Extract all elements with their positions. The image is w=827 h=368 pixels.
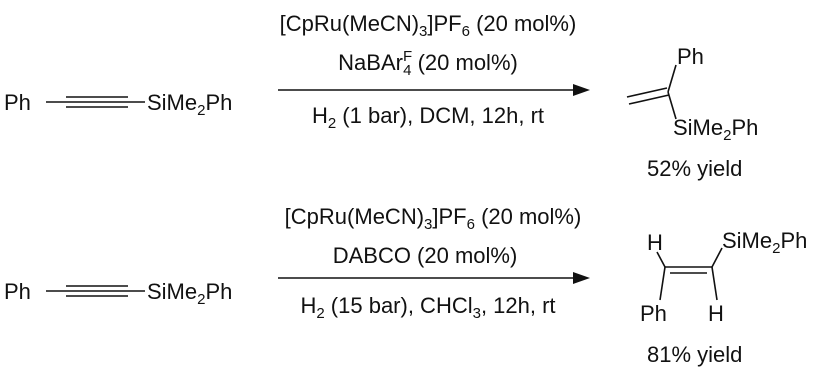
conditions-1-hydrogen: H2 (1 bar), DCM, 12h, rt <box>311 103 545 132</box>
alkyne-2 <box>46 285 145 297</box>
substrate-1-phenyl: Ph <box>4 90 31 115</box>
product-2-hydrogen-top: H <box>647 230 663 255</box>
conditions-2-additive: DABCO (20 mol%) <box>332 243 518 268</box>
product-1-phenyl: Ph <box>677 44 704 69</box>
yield-1: 52% yield <box>647 156 743 181</box>
product-2-phenyl: Ph <box>640 301 667 326</box>
substrate-2-silyl: SiMe2Ph <box>147 279 233 308</box>
yield-2: 81% yield <box>647 342 743 367</box>
conditions-1-additive: NaBArF4 (20 mol%) <box>338 48 518 79</box>
product-2-alkene <box>656 247 723 301</box>
conditions-2-catalyst: [CpRu(MeCN)3]PF6 (20 mol%) <box>284 204 582 233</box>
product-1-alkene <box>626 64 677 120</box>
substrate-2-phenyl: Ph <box>4 279 31 304</box>
product-2-hydrogen-bottom: H <box>708 301 724 326</box>
reaction-arrow-1 <box>278 84 590 96</box>
conditions-1-catalyst: [CpRu(MeCN)3]PF6 (20 mol%) <box>279 11 577 40</box>
product-1-silyl: SiMe2Ph <box>673 115 759 144</box>
alkyne-1 <box>46 96 145 108</box>
substrate-1-silyl: SiMe2Ph <box>147 90 233 119</box>
reaction-arrow-2 <box>278 272 590 284</box>
conditions-2-hydrogen: H2 (15 bar), CHCl3, 12h, rt <box>300 293 556 322</box>
product-2-silyl: SiMe2Ph <box>722 228 808 257</box>
